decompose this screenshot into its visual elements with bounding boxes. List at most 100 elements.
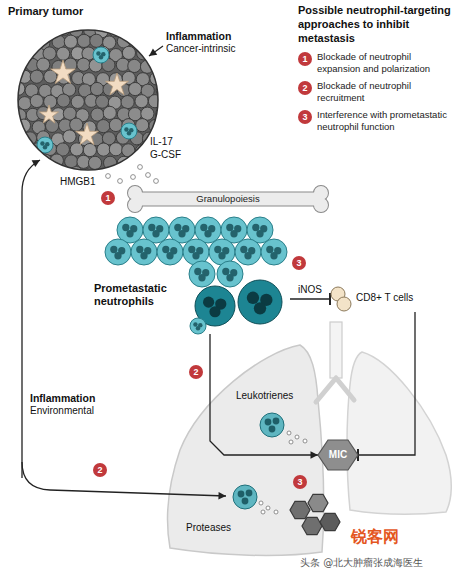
node-shape [5,3,165,173]
drawing-circle [108,23,121,36]
node-label: MIC [329,449,347,461]
drawing-circle [240,246,247,253]
drawing-circle [261,239,287,265]
drawing-circle [131,239,157,265]
drawing-polygon [290,501,310,518]
legend-title: Possible neutrophil-targeting approaches… [298,4,456,45]
drawing-circle [148,95,161,108]
leukotriene-dots [287,431,307,444]
drawing-circle [270,252,277,259]
connector [290,298,330,299]
drawing-circle [96,95,109,108]
drawing-circle [128,59,141,72]
drawing-circle [193,322,197,326]
drawing-circle [5,48,18,61]
drawing-circle [6,119,19,132]
drawing-circle [314,198,328,212]
node-label: Primary tumor [8,5,83,18]
signal-name: Leukotrienes [236,390,293,402]
drawing-circle [128,198,142,212]
drawing-circle [265,419,272,426]
drawing-circle [266,246,273,253]
drawing-circle [138,165,143,170]
drawing-circle [204,230,211,237]
drawing-circle [127,131,131,135]
neutrophil [260,413,284,437]
drawing-circle [314,198,328,212]
t-cell-pair: CD8+ T cells [330,286,430,312]
drawing-circle [10,131,23,144]
connector [358,312,415,455]
drawing-circle [77,34,90,47]
drawing-circle [122,144,135,157]
drawing-circle [244,252,251,259]
callout-number: 1 [101,191,115,205]
drawing-circle [109,143,122,156]
drawing-polygon [302,517,322,534]
drawing-circle [12,35,25,48]
drawing-circle [90,34,103,47]
annotation: Cancer-intrinsic [166,43,235,55]
drawing-path [318,440,358,470]
drawing-circle [136,119,149,132]
metastasis-cells [290,494,340,534]
drawing-circle [18,30,158,170]
drawing-circle [150,23,163,36]
drawing-circle [19,167,32,180]
drawing-circle [230,230,237,237]
drawing-circle [148,224,155,231]
legend-row: 1Blockade of neutrophil expansion and po… [298,51,456,75]
mic-hexagon: MIC [318,440,358,470]
tumor-circle: Primary tumor [5,3,165,173]
drawing-circle [209,306,220,317]
drawing-circle [30,94,43,107]
drawing-circle [43,145,47,149]
drawing-circle [114,252,121,259]
drawing-circle [235,239,261,265]
callout-number: 3 [298,110,312,124]
drawing-circle [105,239,131,265]
drawing-polygon [320,513,340,530]
drawing-circle [303,439,307,443]
drawing-circle [188,246,195,253]
drawing-circle [6,72,19,85]
drawing-circle [136,23,149,36]
drawing-circle [259,501,263,505]
drawing-circle [26,154,39,167]
drawing-circle [162,246,169,253]
bronchus [316,378,354,402]
drawing-circle [242,498,249,505]
drawing-circle [289,440,293,444]
drawing-rect [135,193,321,206]
drawing-circle [99,55,103,59]
drawing-circle [30,25,43,38]
drawing-circle [18,23,31,36]
inflammation-arrow [22,160,40,478]
drawing-circle [4,168,17,181]
drawing-circle [122,46,135,59]
drawing-circle [194,268,201,275]
drawing-circle [131,175,136,180]
drawing-circle [146,173,151,178]
drawing-circle [109,118,122,131]
signal-name: Proteases [186,522,231,534]
drawing-circle [295,435,299,439]
drawing-circle [238,491,245,498]
drawing-circle [110,246,117,253]
watermark: 锐客网 [348,527,402,546]
bone-shape: Granulopoiesis [128,186,328,212]
callout-number: 2 [298,81,312,95]
drawing-circle [4,143,17,156]
node-label: Granulopoiesis [196,193,259,204]
inflammation-arrow [22,462,226,496]
drawing-circle [71,95,84,108]
drawing-circle [126,230,133,237]
signal-name: HMGB1 [60,176,96,188]
drawing-circle [96,168,109,181]
legend-row: 2 Blockade of neutrophil recruitment [298,80,456,104]
legend-text: Blockade of neutrophil recruitment [317,80,456,104]
drawing-circle [200,224,207,231]
watermark: 头条 @北大肿瘤张成海医生 [298,557,425,569]
callout-number: 3 [293,475,307,489]
drawing-circle [256,230,263,237]
